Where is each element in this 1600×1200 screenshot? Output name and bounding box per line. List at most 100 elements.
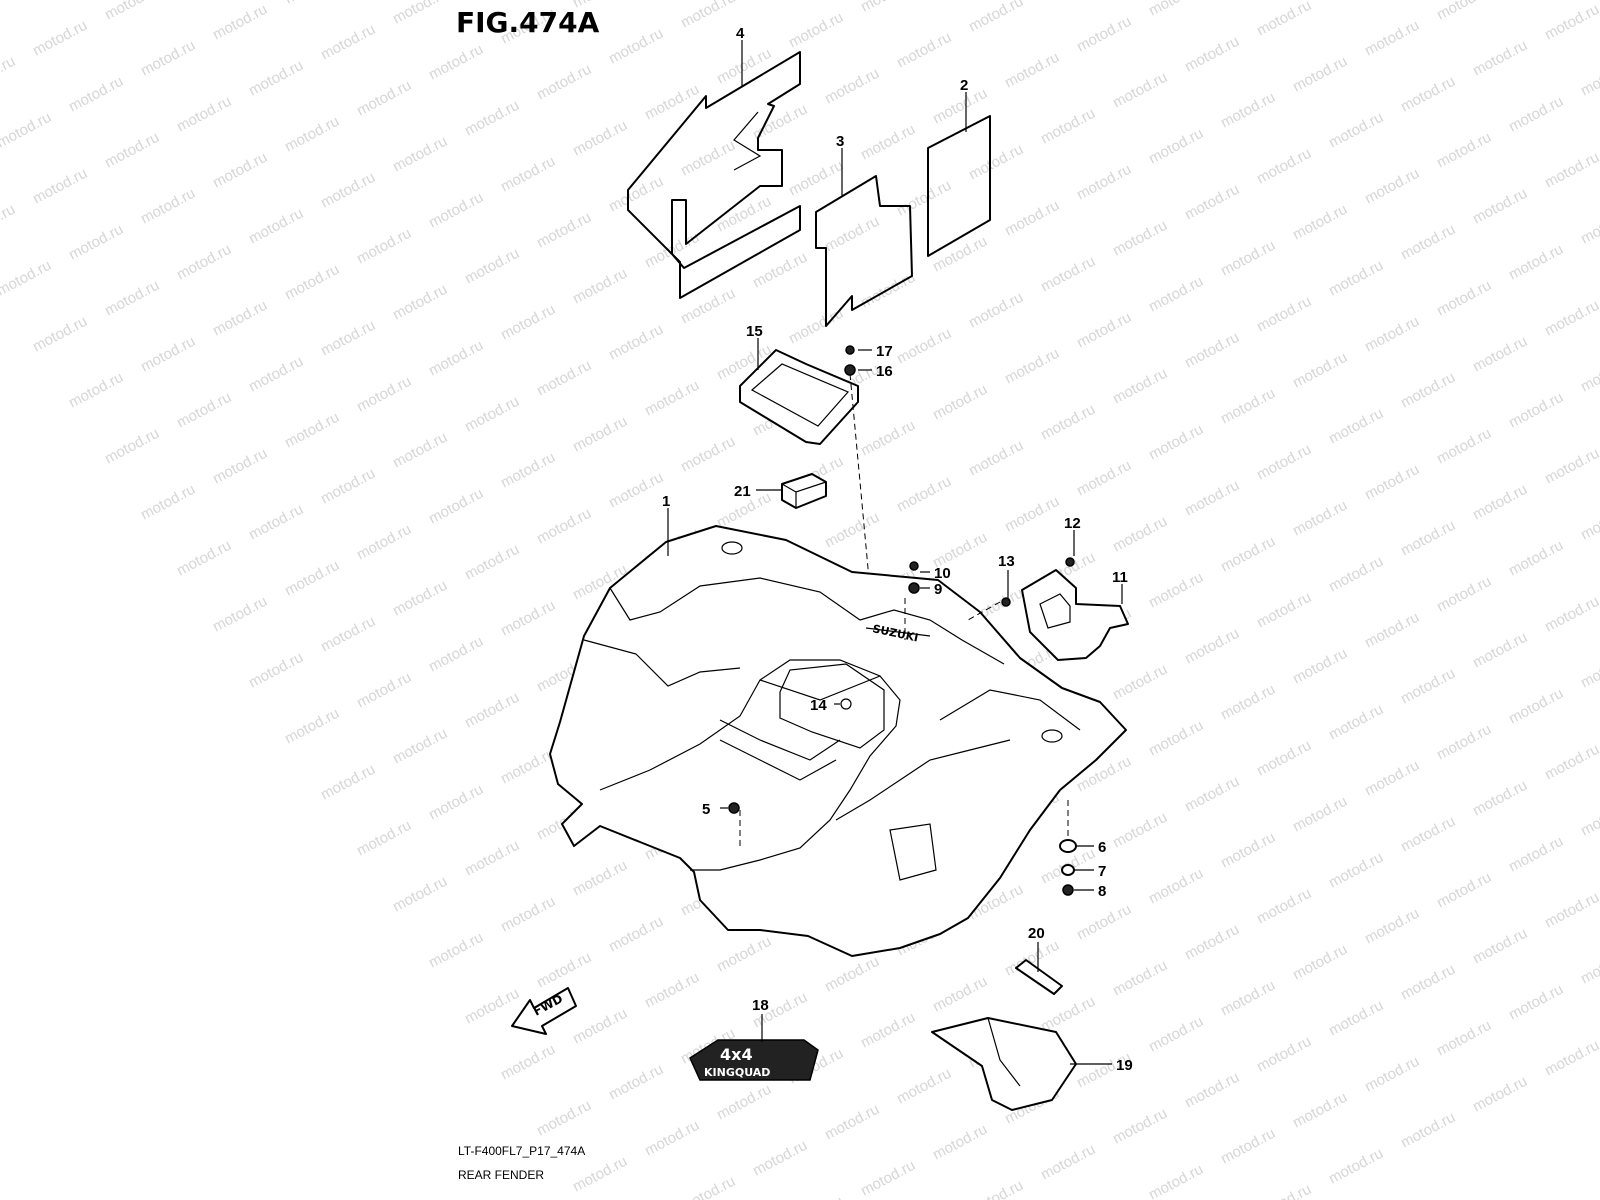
part-21-block: [781, 473, 827, 509]
part-4-sheet: [627, 51, 801, 299]
leader-lines: [667, 40, 1123, 1065]
watermark-text: motod.ru: [534, 505, 594, 548]
watermark-text: motod.ru: [606, 25, 666, 68]
watermark-text: motod.ru: [894, 473, 954, 516]
watermark-text: motod.ru: [0, 109, 54, 152]
watermark-text: motod.ru: [1398, 1109, 1458, 1152]
watermark-text: motod.ru: [678, 137, 738, 180]
watermark-text: motod.ru: [1038, 105, 1098, 148]
watermark-text: motod.ru: [1074, 13, 1134, 56]
watermark-text: motod.ru: [1110, 809, 1170, 852]
watermark-text: motod.ru: [390, 577, 450, 620]
watermark-text: motod.ru: [1146, 125, 1206, 168]
watermark-text: motod.ru: [570, 413, 630, 456]
watermark-text: motod.ru: [570, 1153, 630, 1196]
watermark-text: motod.ru: [642, 81, 702, 124]
watermark-text: motod.ru: [138, 481, 198, 524]
watermark-text: motod.ru: [1542, 889, 1600, 932]
watermark-text: motod.ru: [822, 213, 882, 256]
watermark-text: motod.ru: [462, 541, 522, 584]
watermark-text: motod.ru: [1326, 701, 1386, 744]
watermark-text: motod.ru: [534, 357, 594, 400]
watermark-text: motod.ru: [1506, 833, 1566, 876]
watermark-text: motod.ru: [1398, 961, 1458, 1004]
watermark-text: motod.ru: [858, 417, 918, 460]
watermark-text: motod.ru: [1362, 165, 1422, 208]
watermark-text: motod.ru: [354, 373, 414, 416]
watermark-text: motod.ru: [354, 817, 414, 860]
watermark-text: motod.ru: [1434, 277, 1494, 320]
watermark-text: motod.ru: [1146, 0, 1206, 20]
watermark-text: motod.ru: [1326, 997, 1386, 1040]
watermark-text: motod.ru: [1398, 221, 1458, 264]
watermark-text: motod.ru: [606, 1061, 666, 1104]
watermark-text: motod.ru: [210, 297, 270, 340]
watermark-text: motod.ru: [678, 0, 738, 32]
watermark-text: motod.ru: [174, 93, 234, 136]
callout-14: 14: [810, 697, 827, 714]
watermark-text: motod.ru: [966, 0, 1026, 36]
part-11-bracket: [967, 569, 1129, 661]
watermark-text: motod.ru: [894, 1065, 954, 1108]
watermark-text: motod.ru: [966, 1177, 1026, 1200]
watermark-text: motod.ru: [498, 153, 558, 196]
watermark-text: motod.ru: [1110, 661, 1170, 704]
watermark-text: motod.ru: [30, 165, 90, 208]
watermark-text: motod.ru: [1398, 665, 1458, 708]
watermark-text: motod.ru: [1182, 477, 1242, 520]
watermark-text: motod.ru: [174, 389, 234, 432]
watermark-text: motod.ru: [1218, 829, 1278, 872]
watermark-text: motod.ru: [1254, 293, 1314, 336]
watermark-text: motod.ru: [786, 1193, 846, 1200]
watermark-text: motod.ru: [1218, 89, 1278, 132]
watermark-text: motod.ru: [1074, 901, 1134, 944]
watermark-text: motod.ru: [1146, 1161, 1206, 1200]
watermark-text: motod.ru: [390, 0, 450, 28]
watermark-text: motod.ru: [1578, 501, 1600, 544]
watermark-text: motod.ru: [1182, 625, 1242, 668]
watermark-text: motod.ru: [1290, 349, 1350, 392]
watermark-text: motod.ru: [462, 97, 522, 140]
watermark-text: motod.ru: [1326, 553, 1386, 596]
watermark-text: motod.ru: [1434, 1017, 1494, 1060]
watermark-text: motod.ru: [1542, 1, 1600, 44]
watermark-text: motod.ru: [138, 37, 198, 80]
watermark-text: motod.ru: [1182, 1069, 1242, 1112]
watermark-text: motod.ru: [1398, 517, 1458, 560]
watermark-text: motod.ru: [138, 185, 198, 228]
watermark-text: motod.ru: [1434, 0, 1494, 24]
watermark-text: motod.ru: [0, 257, 54, 300]
watermark-text: motod.ru: [1074, 457, 1134, 500]
part-20-rod: [1015, 959, 1063, 995]
watermark-text: motod.ru: [1434, 425, 1494, 468]
watermark-text: motod.ru: [426, 485, 486, 528]
watermark-text: motod.ru: [1074, 309, 1134, 352]
watermark-text: motod.ru: [858, 0, 918, 16]
watermark-text: motod.ru: [1362, 609, 1422, 652]
watermark-text: motod.ru: [0, 0, 54, 4]
watermark-text: motod.ru: [1218, 385, 1278, 428]
watermark-text: motod.ru: [1110, 217, 1170, 260]
watermark-text: motod.ru: [966, 289, 1026, 332]
watermark-text: motod.ru: [1470, 481, 1530, 524]
watermark-text: motod.ru: [1362, 757, 1422, 800]
figure-code: LT-F400FL7_P17_474A: [458, 1144, 586, 1158]
watermark-text: motod.ru: [1362, 461, 1422, 504]
watermark-text: motod.ru: [0, 201, 18, 244]
watermark-text: motod.ru: [354, 521, 414, 564]
watermark-text: motod.ru: [282, 0, 342, 8]
watermark-text: motod.ru: [246, 649, 306, 692]
watermark-text: motod.ru: [1542, 149, 1600, 192]
watermark-text: motod.ru: [1182, 33, 1242, 76]
watermark-text: motod.ru: [858, 1009, 918, 1052]
callout-7: 7: [1098, 863, 1106, 880]
watermark-text: motod.ru: [174, 241, 234, 284]
watermark-text: motod.ru: [1182, 773, 1242, 816]
watermark-text: motod.ru: [1038, 401, 1098, 444]
watermark-text: motod.ru: [30, 17, 90, 60]
watermark-text: motod.ru: [390, 725, 450, 768]
watermark-text: motod.ru: [498, 597, 558, 640]
watermark-text: motod.ru: [1470, 777, 1530, 820]
watermark-text: motod.ru: [1038, 253, 1098, 296]
watermark-text: motod.ru: [714, 1081, 774, 1124]
